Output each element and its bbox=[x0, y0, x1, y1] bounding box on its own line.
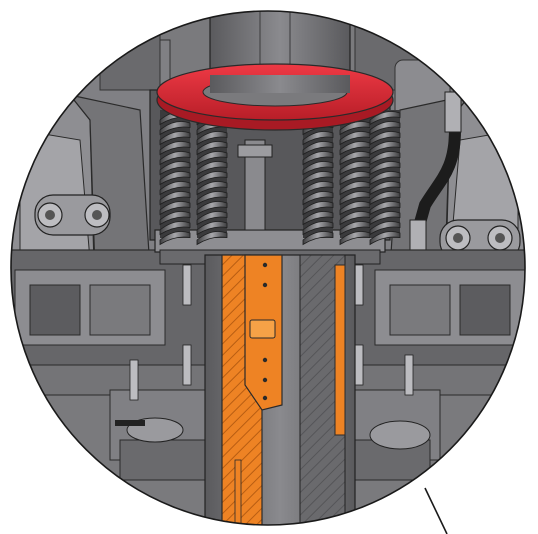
left-arm-assembly bbox=[11, 79, 151, 301]
coil-spring bbox=[302, 110, 334, 246]
detail-circle-frame-icon bbox=[10, 10, 526, 526]
leader-line-icon bbox=[424, 487, 448, 534]
coil-spring bbox=[339, 110, 371, 246]
coil-spring bbox=[369, 110, 401, 246]
red-top-ring bbox=[156, 63, 394, 131]
coil-spring bbox=[159, 110, 191, 246]
highlighted-liner-part bbox=[221, 254, 346, 525]
coil-spring bbox=[196, 110, 228, 246]
springs bbox=[159, 110, 401, 246]
